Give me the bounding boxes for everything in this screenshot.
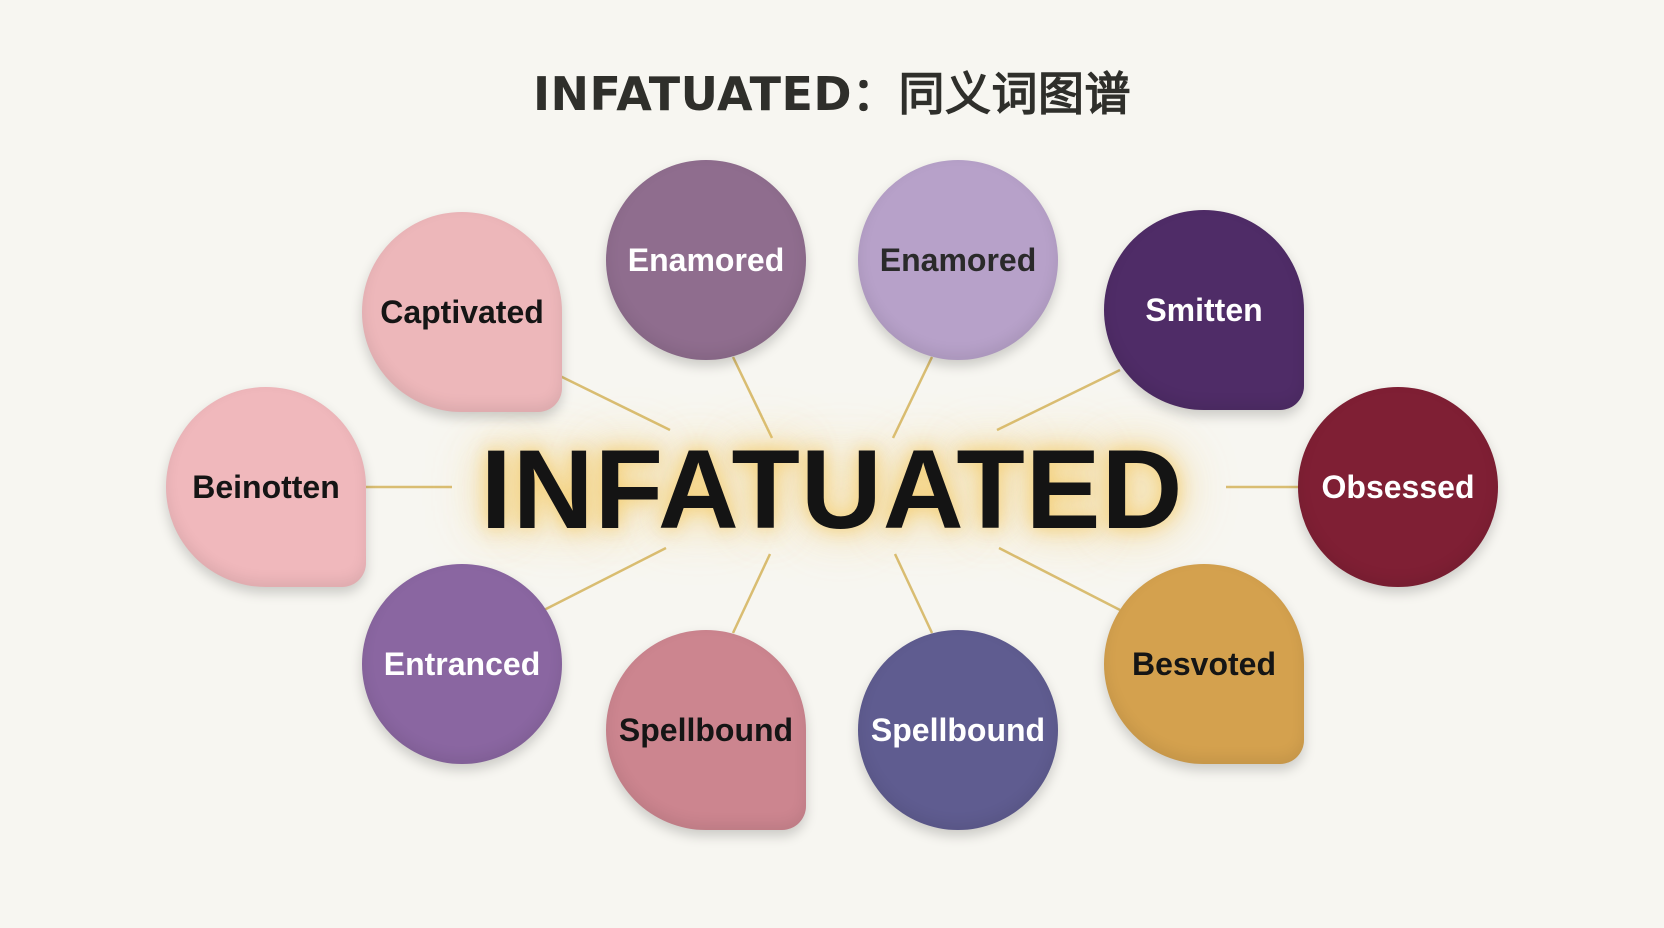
synonym-label: Spellbound bbox=[870, 711, 1046, 748]
synonym-label: Captivated bbox=[380, 293, 544, 330]
page-title: INFATUATED：同义词图谱 bbox=[532, 67, 1132, 121]
connector-line-entranced bbox=[543, 546, 667, 612]
synonym-bubble-obsessed: Obsessed bbox=[1298, 387, 1498, 587]
connector-line-enamored-right bbox=[891, 356, 934, 439]
connector-line-enamored-left bbox=[731, 356, 774, 439]
synonym-bubble-entranced: Entranced bbox=[362, 564, 562, 764]
synonym-label: Spellbound bbox=[618, 711, 794, 748]
synonym-label: Obsessed bbox=[1321, 468, 1475, 505]
synonym-label: Enamored bbox=[627, 241, 785, 278]
synonym-label: Besvoted bbox=[1131, 645, 1277, 682]
synonym-bubble-captivated: Captivated bbox=[362, 212, 562, 412]
connector-line-besvoted bbox=[998, 546, 1121, 612]
synonym-bubble-besvoted: Besvoted bbox=[1104, 564, 1304, 764]
center-word: INFATUATED bbox=[480, 427, 1184, 552]
synonym-bubble-spellbound-left: Spellbound bbox=[606, 630, 806, 830]
connector-line-smitten bbox=[996, 368, 1121, 432]
synonym-bubble-enamored-left: Enamored bbox=[606, 160, 806, 360]
synonym-label: Enamored bbox=[879, 241, 1037, 278]
synonym-label: Beinotten bbox=[192, 468, 340, 505]
synonym-label: Entranced bbox=[383, 645, 541, 682]
connector-line-spellbound-right bbox=[893, 553, 934, 634]
connector-line-captivated bbox=[559, 374, 671, 432]
synonym-bubble-beinotten: Beinotten bbox=[166, 387, 366, 587]
connector-line-spellbound-left bbox=[731, 553, 772, 634]
synonym-bubble-enamored-right: Enamored bbox=[858, 160, 1058, 360]
synonym-label: Smitten bbox=[1145, 291, 1263, 328]
synonym-bubble-spellbound-right: Spellbound bbox=[858, 630, 1058, 830]
synonym-bubble-smitten: Smitten bbox=[1104, 210, 1304, 410]
